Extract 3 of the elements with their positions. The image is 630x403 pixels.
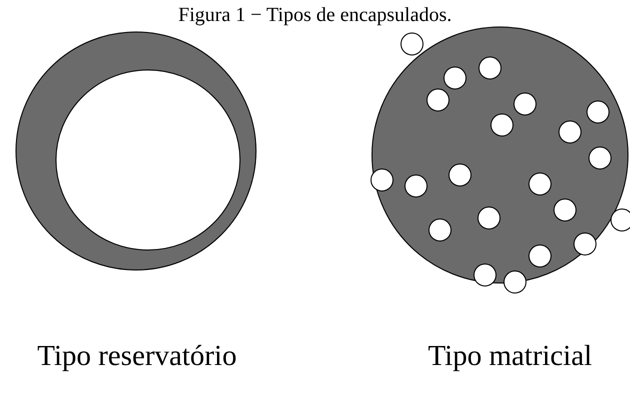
figure-caption: Tipo matricial (426, 340, 594, 373)
figure-caption: Tipo reservatório (36, 340, 238, 373)
figure-title: Figura 1 − Tipos de encapsulados. (177, 4, 453, 27)
